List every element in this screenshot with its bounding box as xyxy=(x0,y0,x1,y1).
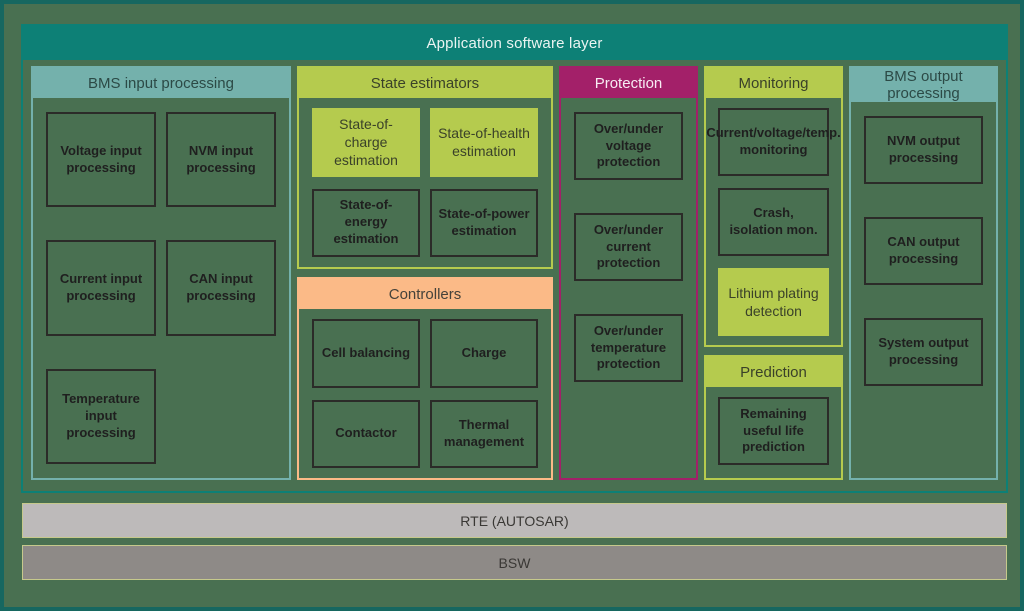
section-body-prediction: Remaining useful life prediction xyxy=(706,387,841,478)
section-body-monitoring: Current/voltage/temp. monitoring Crash, … xyxy=(706,98,841,346)
block-current-voltage-temp-monitoring: Current/voltage/temp. monitoring xyxy=(706,108,841,176)
bsw-label: BSW xyxy=(498,554,531,571)
column-estimators-controllers: State estimators State-of-charge estimat… xyxy=(297,66,553,480)
section-protection: Protection Over/under voltage protection… xyxy=(559,66,698,480)
section-body-protection: Over/under voltage protection Over/under… xyxy=(561,98,696,478)
block-crash-isolation-monitoring: Crash, isolation mon. xyxy=(718,188,829,256)
section-bms-output-processing: BMS output processing NVM output process… xyxy=(849,66,998,480)
block-over-under-temperature-protection: Over/under temperature protection xyxy=(574,314,683,382)
block-temperature-input-processing: Temperature input processing xyxy=(46,368,156,464)
application-software-layer: Application software layer BMS input pro… xyxy=(21,24,1008,493)
block-remaining-useful-life-prediction: Remaining useful life prediction xyxy=(718,397,829,465)
block-state-of-health-estimation: State-of-health estimation xyxy=(430,108,538,177)
section-header-bms-output-processing: BMS output processing xyxy=(851,68,996,102)
block-lithium-plating-detection: Lithium plating detection xyxy=(718,268,829,336)
bsw-layer: BSW xyxy=(22,545,1007,580)
block-charge: Charge xyxy=(430,319,538,388)
block-over-under-voltage-protection: Over/under voltage protection xyxy=(574,112,683,180)
section-body-controllers: Cell balancing Charge Contactor Thermal … xyxy=(299,309,551,478)
section-header-prediction: Prediction xyxy=(706,357,841,387)
section-prediction: Prediction Remaining useful life predict… xyxy=(704,355,843,480)
block-can-output-processing: CAN output processing xyxy=(864,217,983,285)
block-can-input-processing: CAN input processing xyxy=(166,240,276,336)
section-body-state-estimators: State-of-charge estimation State-of-heal… xyxy=(299,98,551,267)
rte-autosar-layer: RTE (AUTOSAR) xyxy=(22,503,1007,538)
section-state-estimators: State estimators State-of-charge estimat… xyxy=(297,66,553,269)
application-software-layer-title: Application software layer xyxy=(426,34,603,52)
section-header-state-estimators: State estimators xyxy=(299,68,551,98)
section-body-bms-output-processing: NVM output processing CAN output process… xyxy=(851,102,996,478)
block-thermal-management: Thermal management xyxy=(430,399,538,468)
application-software-layer-banner: Application software layer xyxy=(23,26,1006,60)
section-header-bms-input-processing: BMS input processing xyxy=(33,68,289,98)
section-body-bms-input-processing: Voltage input processing NVM input proce… xyxy=(33,98,289,478)
block-contactor: Contactor xyxy=(312,399,420,468)
column-monitoring-prediction: Monitoring Current/voltage/temp. monitor… xyxy=(704,66,843,480)
block-state-of-power-estimation: State-of-power estimation xyxy=(430,188,538,257)
block-cell-balancing: Cell balancing xyxy=(312,319,420,388)
column-protection: Protection Over/under voltage protection… xyxy=(559,66,698,480)
columns-row: BMS input processing Voltage input proce… xyxy=(23,60,1006,491)
block-system-output-processing: System output processing xyxy=(864,318,983,386)
section-monitoring: Monitoring Current/voltage/temp. monitor… xyxy=(704,66,843,347)
block-nvm-input-processing: NVM input processing xyxy=(166,112,276,208)
block-state-of-energy-estimation: State-of-energy estimation xyxy=(312,188,420,257)
block-current-input-processing: Current input processing xyxy=(46,240,156,336)
section-controllers: Controllers Cell balancing Charge Contac… xyxy=(297,277,553,480)
column-bms-output-processing: BMS output processing NVM output process… xyxy=(849,66,998,480)
block-voltage-input-processing: Voltage input processing xyxy=(46,112,156,208)
section-header-monitoring: Monitoring xyxy=(706,68,841,98)
column-bms-input-processing: BMS input processing Voltage input proce… xyxy=(31,66,291,480)
section-header-protection: Protection xyxy=(561,68,696,98)
block-over-under-current-protection: Over/under current protection xyxy=(574,213,683,281)
block-state-of-charge-estimation: State-of-charge estimation xyxy=(312,108,420,177)
rte-autosar-label: RTE (AUTOSAR) xyxy=(460,512,569,529)
block-nvm-output-processing: NVM output processing xyxy=(864,116,983,184)
section-header-controllers: Controllers xyxy=(299,279,551,309)
section-bms-input-processing: BMS input processing Voltage input proce… xyxy=(31,66,291,480)
